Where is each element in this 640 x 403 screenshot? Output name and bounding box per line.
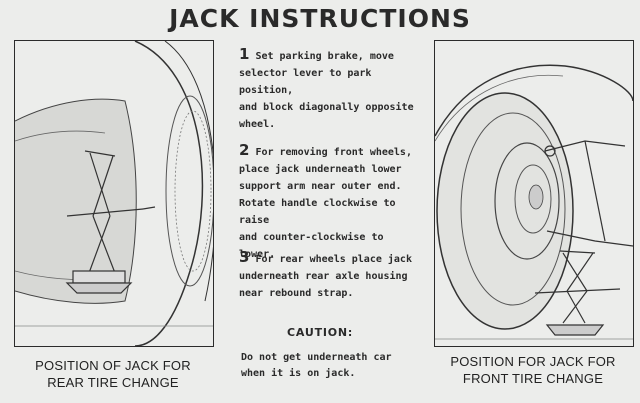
rear-caption: POSITION OF JACK FOR REAR TIRE CHANGE — [3, 357, 223, 391]
caution-heading: CAUTION: — [287, 326, 354, 339]
step-2-line-1: For removing front wheels, — [255, 147, 412, 158]
step-1-line-4: wheel. — [239, 119, 276, 130]
rear-caption-line-2: REAR TIRE CHANGE — [47, 375, 179, 390]
step-2-line-5: and counter-clockwise to lower. — [239, 232, 384, 260]
front-caption: POSITION FOR JACK FOR FRONT TIRE CHANGE — [423, 353, 640, 387]
step-1-number: 1 — [239, 45, 250, 63]
step-1-line-2: selector lever to park position, — [239, 68, 372, 96]
step-2-line-3: support arm near outer end. — [239, 181, 402, 192]
step-2-number: 2 — [239, 141, 250, 159]
step-1-line-3: and block diagonally opposite — [239, 102, 414, 113]
step-3-line-1: For rear wheels place jack — [255, 254, 412, 265]
step-1-line-1: Set parking brake, move — [255, 51, 394, 62]
page-title: JACK INSTRUCTIONS — [169, 4, 471, 33]
caution-line-1: Do not get underneath car — [241, 352, 392, 363]
step-3-number: 3 — [239, 248, 250, 266]
step-2-line-2: place jack underneath lower — [239, 164, 402, 175]
caution-line-2: when it is on jack. — [241, 368, 356, 379]
step-2-line-4: Rotate handle clockwise to raise — [239, 198, 396, 226]
front-caption-line-2: FRONT TIRE CHANGE — [462, 371, 604, 386]
step-3: 3 For rear wheels place jack underneath r… — [239, 249, 424, 302]
step-3-line-3: near rebound strap. — [239, 288, 354, 299]
step-3-line-2: underneath rear axle housing — [239, 271, 408, 282]
front-caption-line-1: POSITION FOR JACK FOR — [450, 354, 616, 369]
step-2: 2 For removing front wheels, place jack u… — [239, 142, 424, 263]
front-jack-drawing — [435, 64, 633, 340]
rear-caption-line-1: POSITION OF JACK FOR — [35, 358, 191, 373]
step-1: 1 Set parking brake, move selector lever … — [239, 46, 424, 133]
rear-jack-illustration — [14, 40, 214, 347]
caution-text: Do not get underneath car when it is on … — [241, 350, 431, 382]
front-jack-illustration — [434, 40, 634, 347]
rear-jack-drawing — [15, 41, 213, 346]
